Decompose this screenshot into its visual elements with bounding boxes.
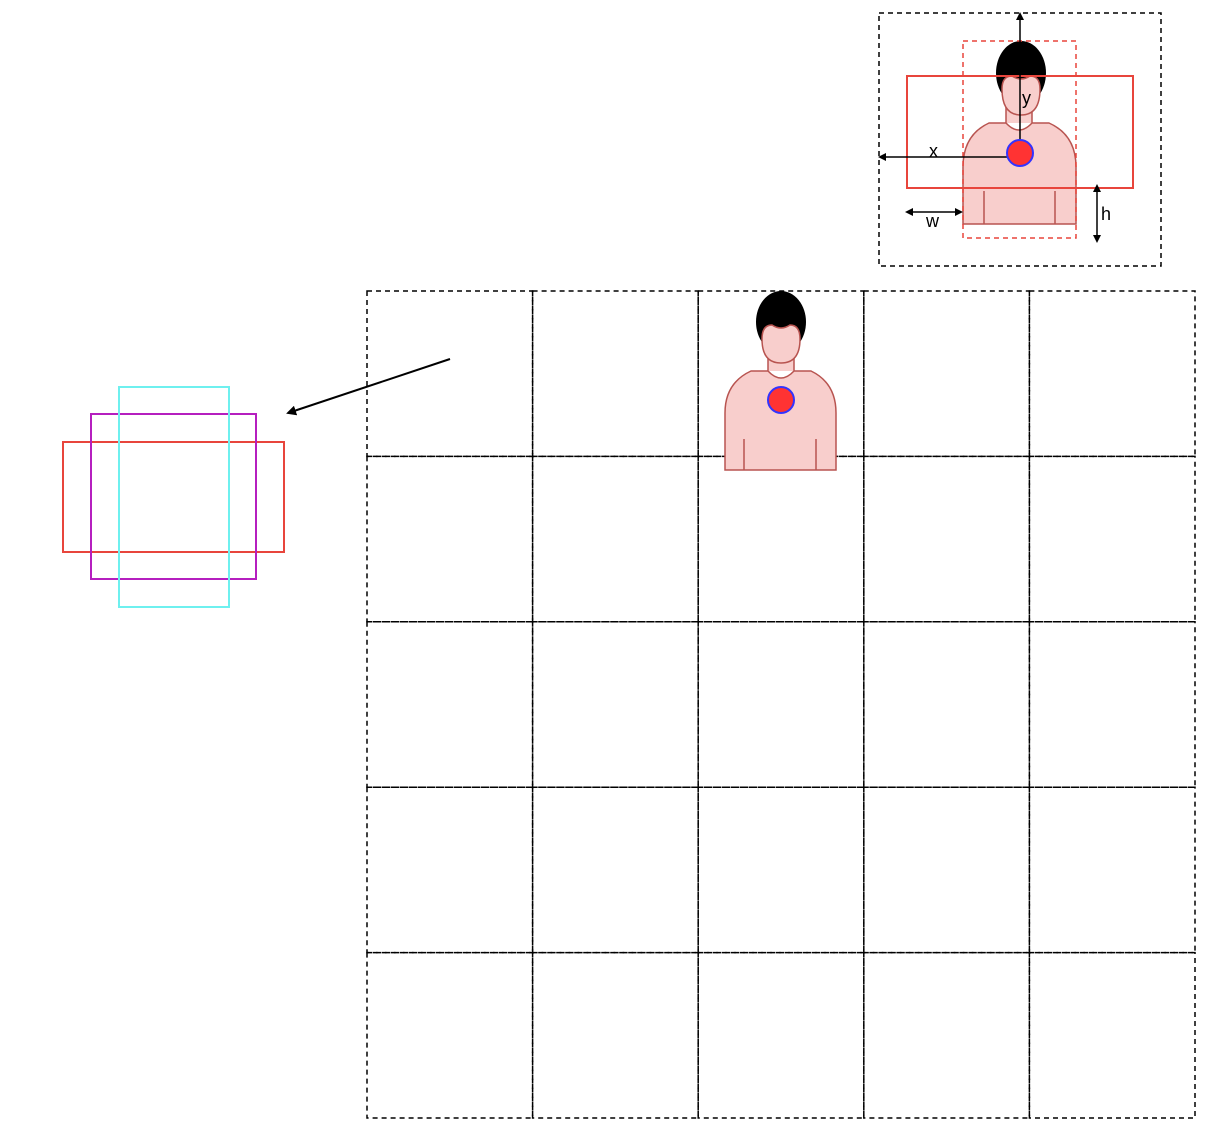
grid-cell [1028,621,1196,788]
grid-cell [863,455,1031,623]
grid-cell [697,951,865,1119]
person-icon [724,291,837,471]
grid-cell [531,951,699,1119]
inset-frame [878,12,1162,267]
grid-cell [863,786,1031,954]
grid-cell [863,290,1031,458]
center-dot-icon [767,386,795,414]
grid-cell [366,951,534,1119]
anchor-arrow [286,358,451,416]
grid-cell [366,290,534,458]
grid-cell [366,621,534,788]
grid-cell [863,621,1031,788]
grid-cell [531,290,699,458]
anchor-box-square [90,413,257,580]
inset-center-dot-icon [1006,139,1034,167]
grid-cell [366,786,534,954]
person-body [724,370,837,471]
grid-cell [1028,455,1196,623]
grid-cell [1028,951,1196,1119]
grid-cell [697,621,865,788]
grid-cell [697,455,865,623]
grid-cell [531,455,699,623]
grid-cell [531,786,699,954]
inset-person-icon [962,41,1077,225]
grid-cell [863,951,1031,1119]
grid-cell [531,621,699,788]
grid-cell [697,786,865,954]
anchor-boxes [62,386,285,608]
detail-inset: x y w h [878,12,1162,267]
grid-cell [1028,290,1196,458]
label-w: w [925,211,940,231]
grid-cell [1028,786,1196,954]
label-y: y [1022,88,1031,108]
inset-person-face [1001,75,1041,116]
anchor-box-tall [118,386,230,608]
anchor-box-wide [62,441,285,553]
grid-cell [697,290,865,458]
label-h: h [1101,204,1111,224]
grid-cell [366,455,534,623]
person-face [761,324,801,364]
label-x: x [929,141,938,161]
